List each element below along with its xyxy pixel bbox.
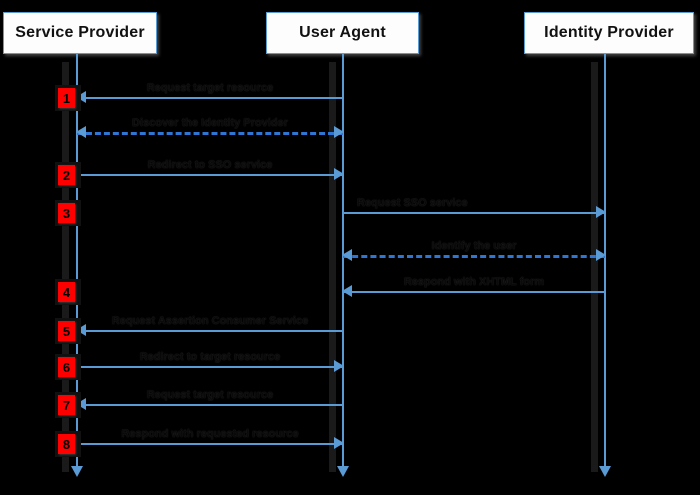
message-line <box>77 174 343 176</box>
step-badge-4[interactable]: 4 <box>58 282 75 302</box>
step-badge-1[interactable]: 1 <box>58 88 75 108</box>
message-label-7: Request target resource <box>146 389 274 401</box>
message-line <box>343 255 605 258</box>
lifeline-user-agent <box>342 54 344 468</box>
lifeline-shadow-sp <box>62 62 69 472</box>
arrowhead-left-icon <box>76 126 86 138</box>
arrowhead-left-icon <box>342 249 352 261</box>
arrowhead-right-icon <box>334 126 344 138</box>
message-line <box>77 330 343 332</box>
message-label-1: Request target resource <box>146 82 274 94</box>
message-label-5: Request Assertion Consumer Service <box>111 315 309 327</box>
arrowhead-left-icon <box>76 398 86 410</box>
actor-label-service-provider: Service Provider <box>15 24 145 41</box>
lifeline-end-arrow-identity-provider <box>599 466 611 477</box>
step-badge-label: 8 <box>62 436 71 452</box>
step-badge-6[interactable]: 6 <box>58 357 75 377</box>
message-line <box>343 212 605 214</box>
step-badge-label: 5 <box>62 323 71 339</box>
lifeline-identity-provider <box>604 54 606 468</box>
actor-header-identity-provider[interactable]: Identity Provider <box>524 12 694 54</box>
message-line <box>77 132 343 135</box>
arrowhead-right-icon <box>334 168 344 180</box>
step-badge-8[interactable]: 8 <box>58 434 75 454</box>
step-badge-label: 6 <box>62 359 71 375</box>
arrowhead-right-icon <box>596 249 606 261</box>
step-badge-label: 3 <box>62 205 71 221</box>
actor-label-user-agent: User Agent <box>299 24 386 41</box>
message-line <box>77 443 343 445</box>
arrowhead-left-icon <box>76 91 86 103</box>
arrowhead-left-icon <box>76 324 86 336</box>
lifeline-end-arrow-service-provider <box>71 466 83 477</box>
message-label-3: Request SSO service <box>357 197 468 209</box>
step-badge-5[interactable]: 5 <box>58 321 75 341</box>
step-badge-7[interactable]: 7 <box>58 395 75 415</box>
message-label-identify-user: Identify the user <box>431 240 517 252</box>
message-label-4: Respond with XHTML form <box>403 276 545 288</box>
message-label-8: Respond with requested resource <box>121 428 299 440</box>
arrowhead-right-icon <box>334 360 344 372</box>
lifeline-end-arrow-user-agent <box>337 466 349 477</box>
arrowhead-left-icon <box>342 285 352 297</box>
step-badge-label: 7 <box>62 397 71 413</box>
actor-header-user-agent[interactable]: User Agent <box>266 12 419 54</box>
actor-label-identity-provider: Identity Provider <box>544 24 674 41</box>
message-label-6: Redirect to target resource <box>139 351 281 363</box>
step-badge-label: 2 <box>62 167 71 183</box>
message-line <box>343 291 605 293</box>
step-badge-label: 4 <box>62 284 71 300</box>
step-badge-2[interactable]: 2 <box>58 165 75 185</box>
lifeline-shadow-ua <box>329 62 336 472</box>
actor-header-service-provider[interactable]: Service Provider <box>3 12 157 54</box>
message-line <box>77 97 343 99</box>
lifeline-shadow-idp <box>591 62 598 472</box>
step-badge-label: 1 <box>62 90 71 106</box>
message-line <box>77 366 343 368</box>
lifeline-service-provider <box>76 54 78 468</box>
step-badge-3[interactable]: 3 <box>58 203 75 223</box>
arrowhead-right-icon <box>334 437 344 449</box>
arrowhead-right-icon <box>596 206 606 218</box>
message-label-discover-idp: Discover the Identity Provider <box>132 117 288 129</box>
message-line <box>77 404 343 406</box>
message-label-2: Redirect to SSO service <box>147 159 273 171</box>
